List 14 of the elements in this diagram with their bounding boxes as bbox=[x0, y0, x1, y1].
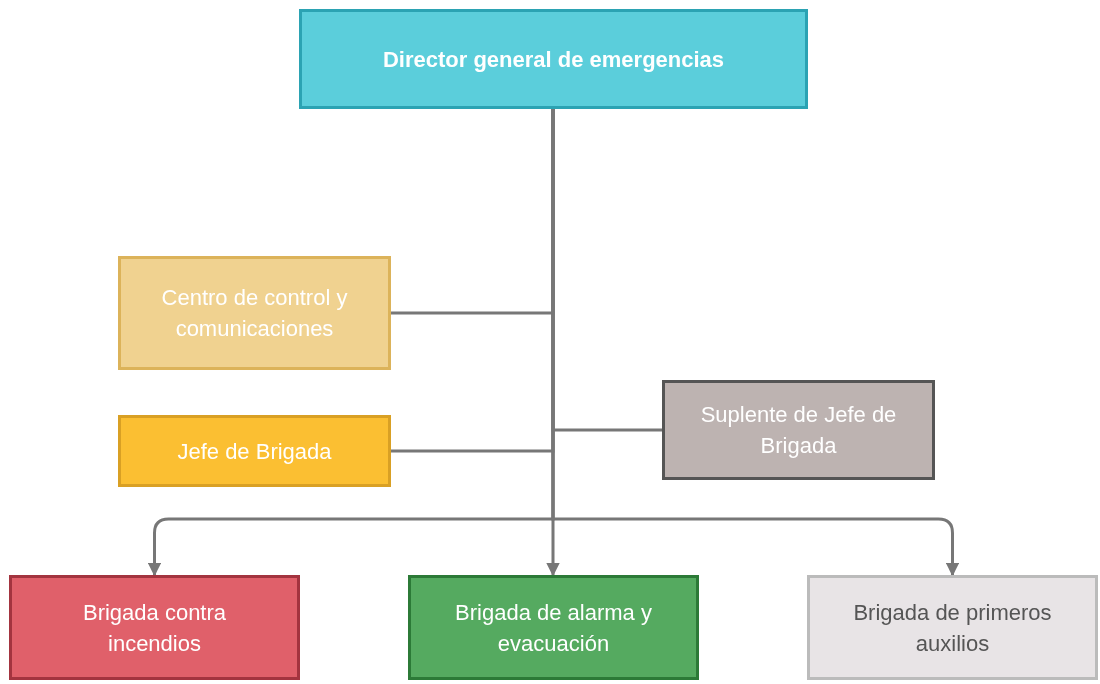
box-label: Director general de emergencias bbox=[382, 45, 725, 74]
box-label: Centro de control y comunicaciones bbox=[160, 284, 349, 343]
org-box bbox=[408, 575, 699, 680]
org-box bbox=[299, 9, 808, 109]
box-label: Jefe de Brigada bbox=[177, 437, 332, 466]
org-box bbox=[118, 415, 391, 487]
box-label: Brigada contra incendios bbox=[81, 598, 228, 658]
org-box bbox=[9, 575, 300, 680]
org-box bbox=[807, 575, 1098, 680]
box-label: Brigada de alarma y evacuación bbox=[454, 598, 653, 658]
box-label: Brigada de primeros auxilios bbox=[852, 598, 1053, 658]
box-label: Suplente de Jefe de Brigada bbox=[699, 401, 898, 460]
org-box bbox=[118, 256, 391, 370]
org-box bbox=[662, 380, 935, 480]
